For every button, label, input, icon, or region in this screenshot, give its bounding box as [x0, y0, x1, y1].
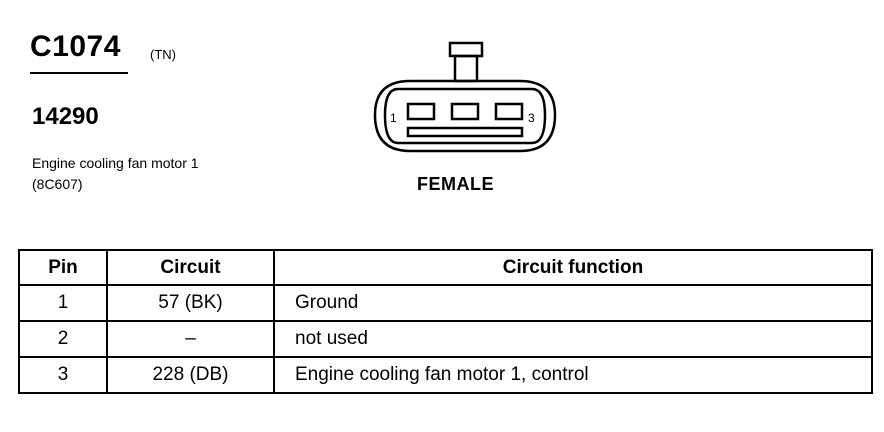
table-row: 3 228 (DB) Engine cooling fan motor 1, c… — [18, 356, 873, 394]
pin-label-last: 3 — [528, 111, 535, 125]
pin-table: Pin Circuit Circuit function 1 57 (BK) G… — [18, 249, 873, 394]
connector-face-diagram: 1 3 — [373, 41, 557, 153]
table-row: 1 57 (BK) Ground — [18, 284, 873, 322]
cell-circuit-function: Engine cooling fan motor 1, control — [273, 356, 873, 394]
connector-gender-label: FEMALE — [417, 174, 494, 194]
cell-pin: 2 — [18, 320, 108, 358]
connector-id-underline — [30, 72, 128, 74]
cell-circuit-function: not used — [273, 320, 873, 358]
pin-cavity-3 — [494, 102, 524, 121]
cell-pin: 3 — [18, 356, 108, 394]
header-circuit: Circuit — [106, 249, 275, 286]
locking-tab-stem — [453, 54, 479, 83]
pin-cavity-2 — [450, 102, 480, 121]
cell-circuit: 228 (DB) — [106, 356, 275, 394]
pin-cavity-1 — [406, 102, 436, 121]
keying-bar — [406, 126, 524, 138]
cell-pin: 1 — [18, 284, 108, 322]
connector-description: Engine cooling fan motor 1 — [32, 155, 199, 171]
part-number: 14290 — [32, 103, 99, 130]
pin-label-first: 1 — [390, 111, 397, 125]
locking-tab-top — [448, 41, 484, 58]
component-code: (8C607) — [32, 176, 83, 192]
header-pin: Pin — [18, 249, 108, 286]
connector-recess — [383, 87, 547, 145]
connector-housing — [373, 79, 557, 153]
connector-color-code: (TN) — [150, 47, 176, 62]
cell-circuit-function: Ground — [273, 284, 873, 322]
cell-circuit: 57 (BK) — [106, 284, 275, 322]
cell-circuit: – — [106, 320, 275, 358]
table-header-row: Pin Circuit Circuit function — [18, 249, 873, 286]
header-circuit-function: Circuit function — [273, 249, 873, 286]
table-row: 2 – not used — [18, 320, 873, 358]
connector-id: C1074 — [30, 30, 121, 63]
